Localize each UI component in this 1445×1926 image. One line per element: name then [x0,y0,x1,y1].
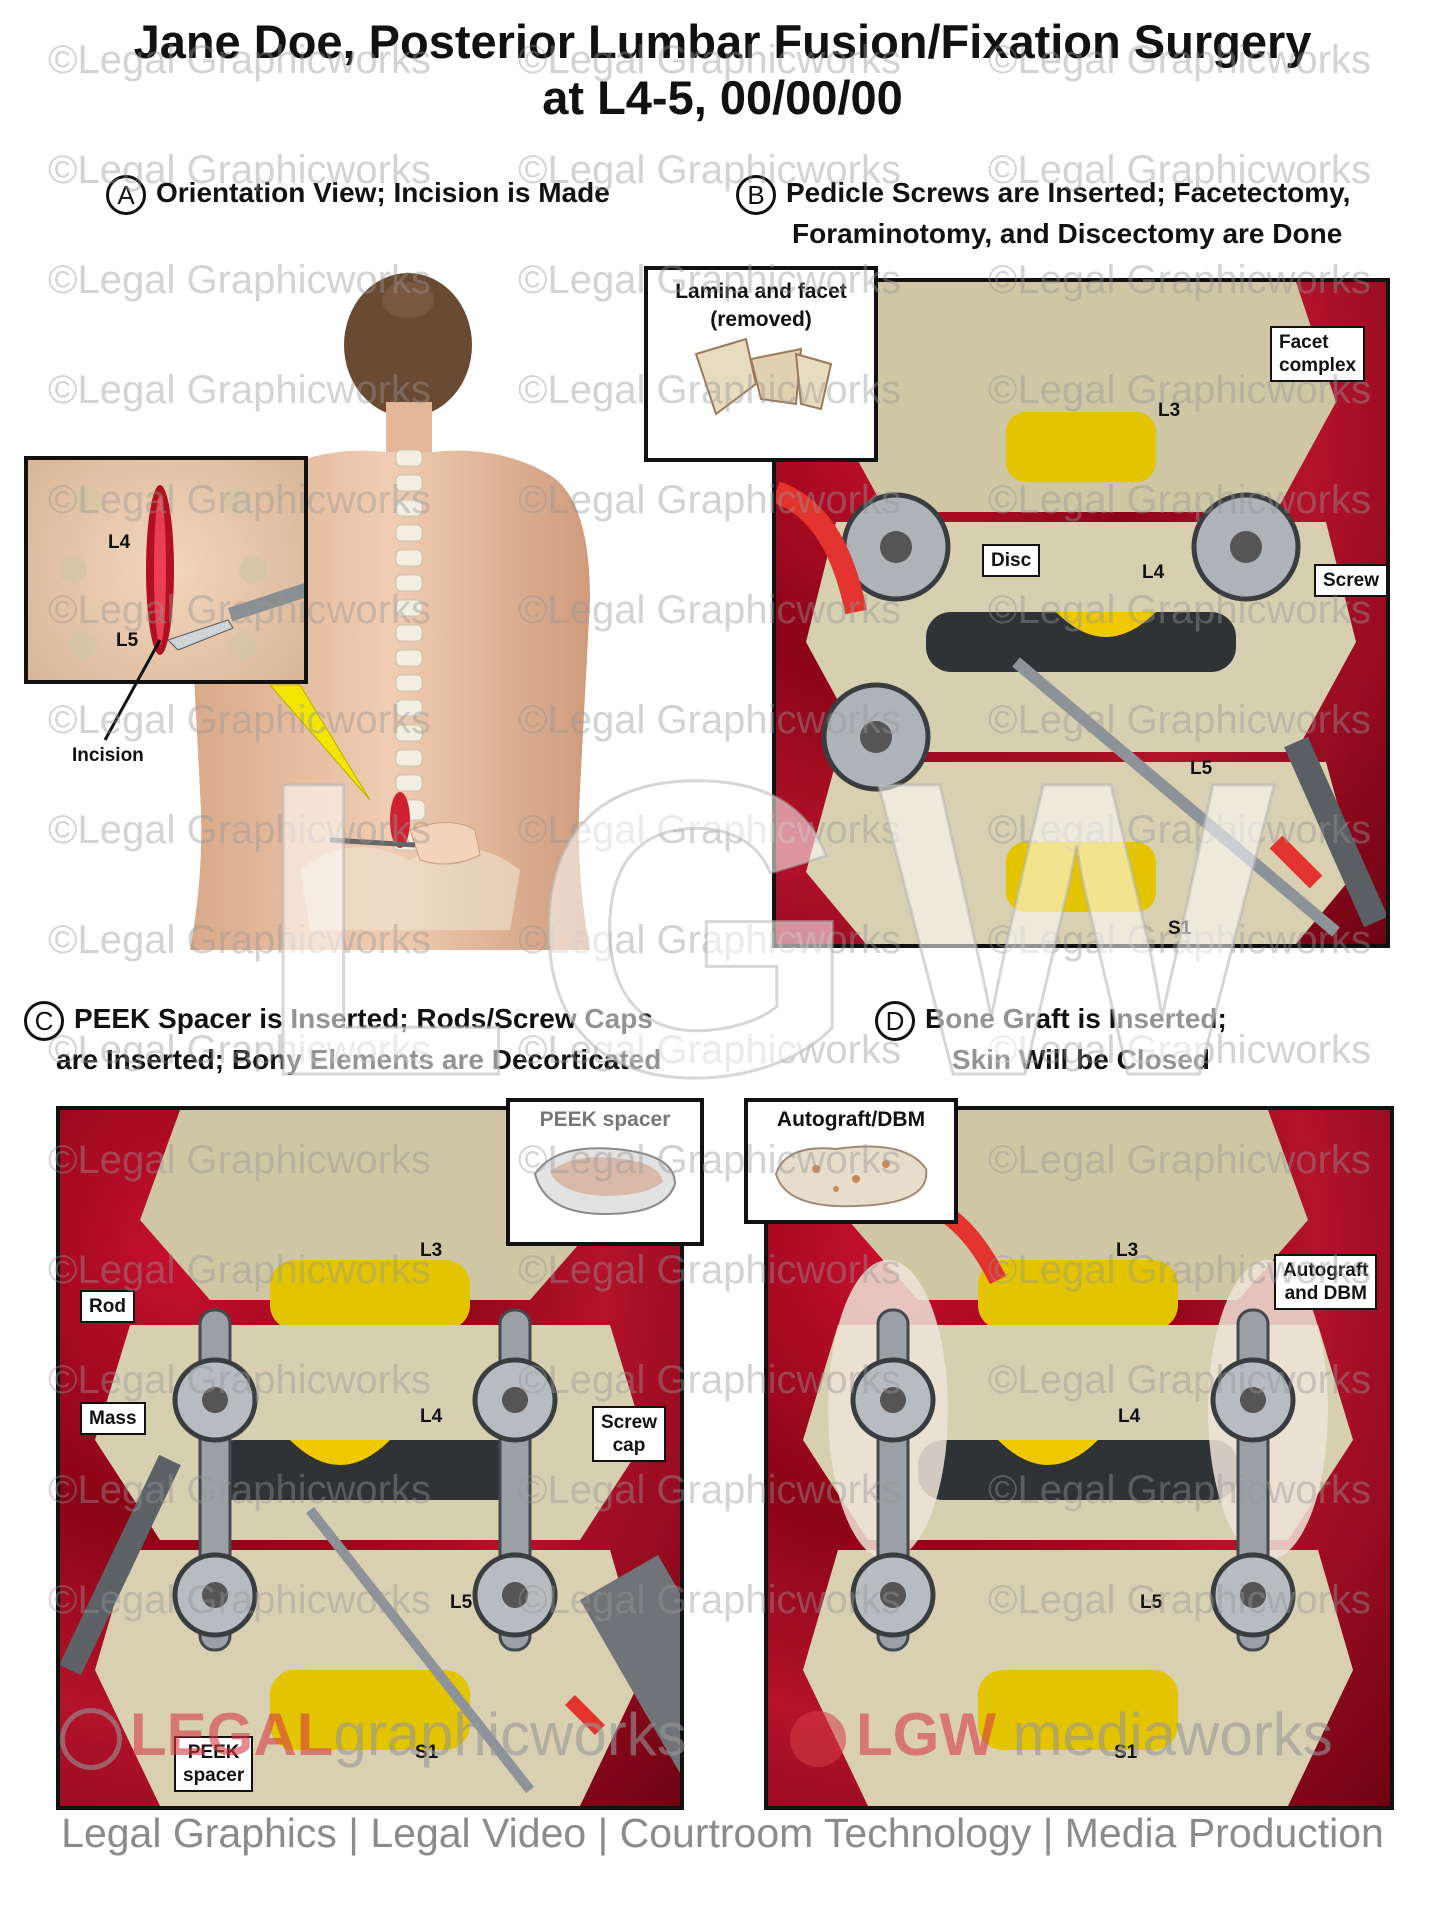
burr-c [60,1454,181,1676]
label-facet-complex: Facet complex [1270,326,1366,382]
red-arrow-c [565,1695,605,1735]
inset-a-art [59,485,304,659]
badge-c: C [24,1000,64,1041]
inset-c-title: PEEK spacer [539,1108,671,1131]
panel-d-level-l5: L5 [1140,1592,1163,1613]
disc-d-top [978,1260,1178,1330]
inset-b-title-1: Lamina and facet [675,280,847,303]
label-peek-spacer: PEEK spacer [174,1736,254,1792]
peek-spacer-art [533,1147,677,1216]
title-line-1: Jane Doe, Posterior Lumbar Fusion/Fixati… [133,15,1312,68]
hand [409,822,481,865]
panel-d-art [803,1110,1353,1806]
scalpel-blade [167,619,234,651]
badge-b: B [736,174,776,215]
badge-d: D [875,1000,915,1041]
label-mass: Mass [80,1402,146,1435]
disc-b-low [1006,842,1156,912]
footer-services: Legal Graphics | Legal Video | Courtroom… [61,1810,1384,1856]
panel-c-level-s1: S1 [415,1742,439,1763]
red-arrow-b2 [1269,835,1323,889]
head-hair [344,273,472,417]
caption-d: D Bone Graft is Inserted; Skin Will be Cl… [875,1000,1227,1078]
panel-d-level-l4: L4 [1118,1406,1141,1427]
panel-b-inset: Lamina and facet (removed) [644,266,878,462]
brand-mediaworks-word: mediaworks [1012,1701,1333,1768]
panel-c-inset: PEEK spacer [506,1098,704,1246]
panel-c-level-l5: L5 [450,1592,473,1613]
disc-c-low [270,1670,470,1750]
inset-a-level-l5: L5 [116,630,139,651]
panel-b-level-l3: L3 [1158,400,1181,421]
disc-c-top [270,1260,470,1330]
caption-d-text-1: Bone Graft is Inserted; [925,1003,1227,1034]
disc-b-mid [926,612,1236,672]
caption-c-text-1: PEEK Spacer is Inserted; Rods/Screw Caps [74,1003,653,1034]
caption-d-text-2: Skin Will be Closed [951,1043,1210,1075]
disc-d-mid [918,1440,1238,1500]
label-rod: Rod [80,1290,135,1323]
panel-b-art [776,282,1386,944]
screw-driver-b [1284,736,1386,928]
panel-b-level-l5: L5 [1190,758,1213,779]
panel-c-level-l3: L3 [420,1240,443,1261]
panel-c-level-l4: L4 [420,1406,443,1427]
disc-d-low [978,1670,1178,1750]
lamina-fragments [694,337,833,416]
caption-b: B Pedicle Screws are Inserted; Facetectom… [736,174,1350,252]
red-arrow-b1 [776,481,867,615]
magnifier-icon [60,1708,122,1771]
scalpel-small [329,837,416,848]
title-line-2: at L4-5, 00/00/00 [542,71,903,124]
panel-c-art [60,1110,680,1806]
caption-b-text-1: Pedicle Screws are Inserted; Facetectomy… [786,177,1351,208]
caption-b-text-2: Foraminotomy, and Discectomy are Done [792,217,1343,249]
inset-d-title: Autograft/DBM [776,1108,926,1131]
panel-b-level-s1: S1 [1168,918,1192,939]
brand-lgw-word: LGW [856,1701,996,1768]
label-screw-cap: Screw cap [592,1406,666,1462]
incision-label: Incision [72,745,144,766]
brand-legal-graphicworks: LEGALgraphicworks [60,1700,687,1771]
panel-d-level-l3: L3 [1116,1240,1139,1261]
instrument-c [306,1506,534,1794]
disc-c-mid [210,1440,530,1500]
bone-c-upper [140,1110,600,1300]
panel-d: L3 L4 L5 S1 Autograft and DBM [764,1106,1394,1810]
brand-legal-word: LEGAL [130,1701,334,1768]
panel-b-level-l4: L4 [1142,562,1165,583]
inset-b-title-2: (removed) [710,308,812,331]
caption-c: C PEEK Spacer is Inserted; Rods/Screw Cap… [24,1000,661,1078]
page-title: Jane Doe, Posterior Lumbar Fusion/Fixati… [0,14,1445,126]
bone-d-upper [848,1110,1308,1300]
panel-d-inset: Autograft/DBM [744,1098,958,1224]
instrument-b [1012,657,1340,937]
brand-graphicworks-word: graphicworks [333,1701,687,1768]
driver-c [580,1555,680,1774]
bone-b-upper [826,282,1336,512]
panel-d-level-s1: S1 [1114,1742,1138,1763]
play-icon [790,1711,846,1768]
brand-lgw-mediaworks: LGW mediaworks [790,1700,1333,1769]
panel-a-inset: L4 L5 [24,456,308,684]
badge-a: A [106,174,146,215]
caption-a-text: Orientation View; Incision is Made [156,177,610,208]
label-disc: Disc [982,544,1041,577]
panel-c: L3 L4 L5 S1 Rod Mass Screw cap PEEK spac… [56,1106,684,1810]
label-autograft-dbm: Autograft and DBM [1274,1254,1378,1310]
caption-c-text-2: are Inserted; Bony Elements are Decortic… [56,1043,662,1075]
incision-mark [390,792,410,848]
scalpel-handle [228,583,304,622]
inset-a-level-l4: L4 [108,532,131,553]
autograft-art [774,1145,928,1208]
neck [386,402,432,452]
disc-b-top [1006,412,1156,482]
label-screw: Screw [1314,564,1386,597]
caption-a: A Orientation View; Incision is Made [106,174,610,215]
pelvis [300,847,520,930]
